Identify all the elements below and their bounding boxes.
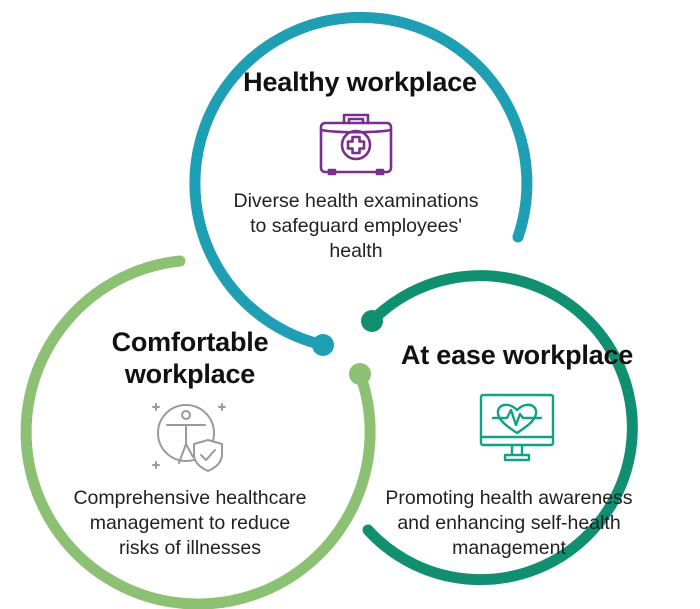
healthy-description-line: health — [329, 240, 383, 262]
comfortable-title: Comfortable workplace — [70, 326, 310, 390]
comfortable-description-line: risks of illnesses — [119, 537, 261, 559]
first-aid-kit-icon — [319, 113, 393, 176]
person-shield-icon — [152, 403, 226, 472]
ease-description-line: Promoting health awareness — [385, 487, 633, 509]
healthy-ring-end-dot — [312, 334, 334, 356]
ease-description-line: and enhancing self-health — [397, 512, 621, 534]
ease-title: At ease workplace — [400, 340, 634, 370]
comfortable-ring-end-dot — [349, 363, 371, 385]
ease-description-line: management — [452, 537, 566, 559]
comfortable-description-line: management to reduce — [89, 512, 291, 534]
comfortable-description: Comprehensive healthcare management to r… — [40, 486, 340, 561]
ease-description: Promoting health awareness and enhancing… — [352, 486, 666, 561]
healthy-ring-arc — [189, 11, 533, 351]
heart-monitor-icon — [479, 393, 555, 462]
ease-ring-end-dot — [361, 310, 383, 332]
comfortable-ring-arc — [20, 255, 376, 609]
comfortable-title-line: workplace — [124, 359, 256, 389]
ease-ring-arc — [362, 270, 638, 586]
healthy-description-line: to safeguard employees' — [250, 215, 462, 237]
healthy-title: Healthy workplace — [243, 67, 477, 97]
comfortable-title-line: Comfortable — [111, 327, 269, 357]
healthy-description-line: Diverse health examinations — [233, 190, 479, 212]
comfortable-description-line: Comprehensive healthcare — [73, 487, 307, 509]
healthy-description: Diverse health examinations to safeguard… — [196, 189, 516, 264]
